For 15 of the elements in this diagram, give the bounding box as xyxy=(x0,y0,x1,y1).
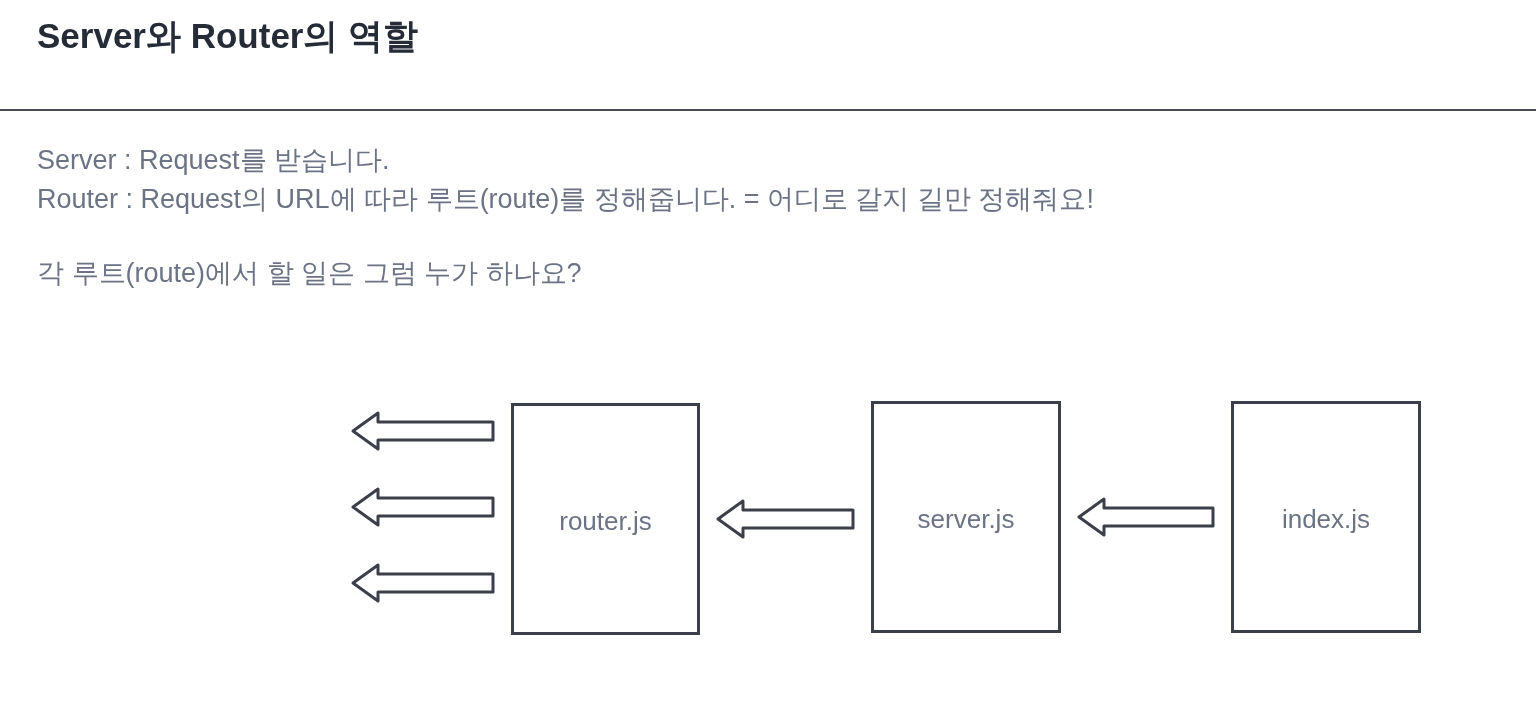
file-box xyxy=(871,401,1061,633)
file-name: server.js xyxy=(917,503,1015,535)
body-text: Router : Request의 URL에 따라 루트(route)를 정해줍니다. = 어디로 갈지 길만 정해줘요! xyxy=(37,183,1094,216)
block-arrow xyxy=(351,487,495,527)
file-name: router.js xyxy=(559,505,652,537)
title: Server와 Router의 역할 xyxy=(37,15,419,57)
file-box xyxy=(511,403,700,635)
block-arrow xyxy=(1077,497,1215,537)
block-arrow xyxy=(351,563,495,603)
file-name: index.js xyxy=(1281,503,1371,535)
block-arrow xyxy=(351,411,495,451)
body-text: Server : Request를 받습니다. xyxy=(37,144,390,177)
block-arrow xyxy=(716,499,855,539)
body-text: 각 루트(route)에서 할 일은 그럼 누가 하나요? xyxy=(37,257,582,290)
file-box xyxy=(1231,401,1421,633)
